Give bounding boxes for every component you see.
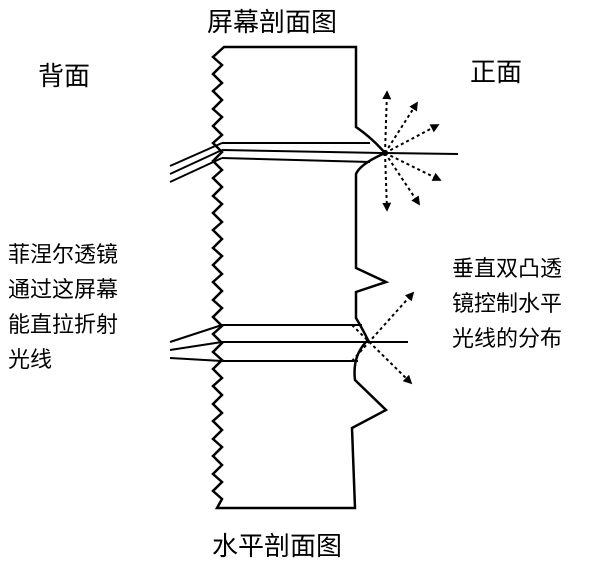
fresnel-note-line-1: 菲涅尔透镜 <box>8 243 119 268</box>
fresnel-note: 菲涅尔透镜 通过这屏幕 能直拉折射 光线 <box>8 238 118 378</box>
fresnel-note-line-2: 通过这屏幕 <box>8 278 119 303</box>
lenticular-note-line-2: 镜控制水平 <box>452 292 563 317</box>
front-side-label: 正面 <box>470 58 523 88</box>
lenticular-note-line-1: 垂直双凸透 <box>452 257 563 282</box>
upper-dispersion-rays <box>382 90 442 212</box>
fresnel-note-line-3: 能直拉折射 <box>8 313 119 338</box>
lower-light-rays <box>169 324 408 362</box>
lenticular-note: 垂直双凸透 镜控制水平 光线的分布 <box>452 252 562 357</box>
top-section-title: 屏幕剖面图 <box>207 8 338 38</box>
upper-light-rays <box>169 142 459 183</box>
lenticular-note-line-3: 光线的分布 <box>452 327 563 352</box>
back-side-label: 背面 <box>38 62 91 92</box>
screen-body-outline <box>211 45 390 510</box>
bottom-section-title: 水平剖面图 <box>212 532 343 562</box>
lower-dispersion-rays <box>351 291 415 385</box>
fresnel-note-line-4: 光线 <box>8 348 53 373</box>
